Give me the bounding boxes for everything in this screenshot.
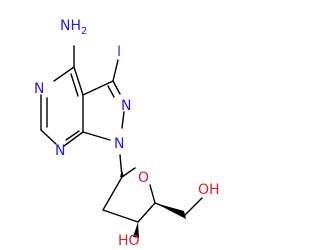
bond-o4prime-c4prime xyxy=(149,184,156,204)
pyrimidine-n-top-label: N xyxy=(34,81,44,97)
bond-c3-n2 xyxy=(112,80,121,95)
bond-c3a-c3 xyxy=(82,80,114,96)
bond-c2-n1 xyxy=(40,129,57,145)
molecule-diagram: NH2 I N N N N O HO OH xyxy=(34,18,220,249)
atom-labels: NH2 I N N N N O HO OH xyxy=(34,18,220,249)
bond-c4-n3 xyxy=(53,66,75,82)
bond-layer xyxy=(40,45,203,238)
hash-c1prime-h xyxy=(120,170,124,177)
iodine-label: I xyxy=(117,44,121,60)
wedge-c3prime-oh xyxy=(133,222,139,238)
bond-n2-n1 xyxy=(121,111,125,129)
bond-n1-c7a xyxy=(82,131,111,141)
bond-c3-iodine xyxy=(112,59,119,82)
ring-oxygen-label: O xyxy=(138,170,149,186)
bond-c4prime-c3prime xyxy=(137,202,156,223)
primary-hydroxyl-label: OH xyxy=(198,182,220,198)
bond-c3prime-c2prime xyxy=(102,209,139,223)
bond-c2prime-c1prime xyxy=(102,176,123,211)
bond-c3a-c4-inner xyxy=(70,73,79,97)
secondary-hydroxyl-label: HO xyxy=(118,233,140,249)
pyrazole-n-top-label: N xyxy=(121,98,131,114)
bond-n1-c7a xyxy=(63,131,84,147)
wedge-c4prime-c5prime xyxy=(155,203,186,219)
bond-c5prime-oh xyxy=(184,197,203,216)
pyrazole-n-glycosidic-label: N xyxy=(114,136,124,152)
bond-c3a-c4 xyxy=(73,66,84,96)
bond-c1prime-o4prime xyxy=(121,167,136,178)
amino-label: NH2 xyxy=(60,18,87,37)
bond-n1-c7a-inner xyxy=(65,130,80,141)
pyrimidine-n-bottom-label: N xyxy=(55,143,65,159)
bond-c3-n2-inner xyxy=(107,85,115,98)
